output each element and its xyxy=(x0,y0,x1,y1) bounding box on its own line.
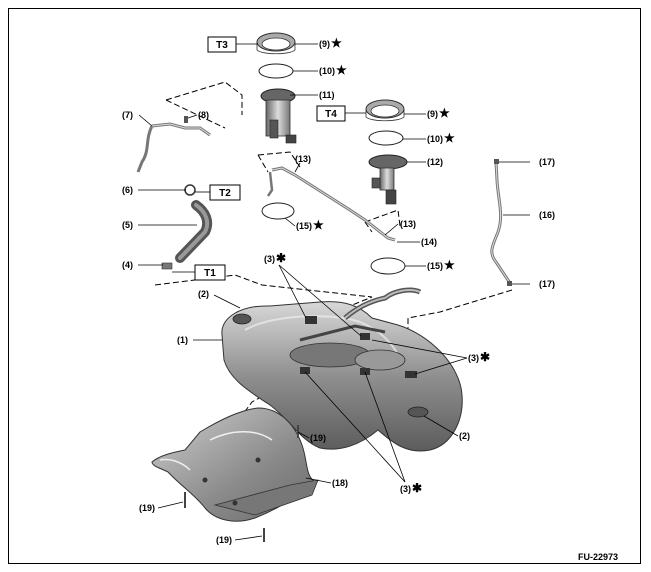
callout-17-upper: (17) xyxy=(539,157,555,167)
callout-15-upper: (15)★ xyxy=(296,218,324,232)
callout-18: (18) xyxy=(332,478,348,488)
callout-6: (6) xyxy=(122,185,133,195)
bolts xyxy=(184,425,299,542)
tool-label-t4: T4 xyxy=(316,105,346,122)
hose-clip xyxy=(161,262,173,270)
leader-lines xyxy=(138,43,530,541)
svg-text:T2: T2 xyxy=(219,188,231,199)
tool-label-t1: T1 xyxy=(194,264,226,281)
gasket-lower xyxy=(368,130,404,146)
callout-9-lower: (9)★ xyxy=(427,106,450,120)
callout-13-lower: (13) xyxy=(400,219,416,229)
callout-13-upper: (13) xyxy=(295,154,311,164)
callout-16: (16) xyxy=(539,210,555,220)
callout-3-right: (3)✱ xyxy=(468,350,490,364)
callout-19-bottom: (19) xyxy=(216,535,232,545)
callout-2-left: (2) xyxy=(198,289,209,299)
callout-4: (4) xyxy=(122,260,133,270)
tool-label-t3: T3 xyxy=(207,36,237,53)
hose-clamp xyxy=(184,184,196,196)
vent-tube xyxy=(136,125,154,173)
callout-17-lower: (17) xyxy=(539,279,555,289)
callout-5: (5) xyxy=(122,220,133,230)
breather-tube xyxy=(490,161,512,284)
callout-19-right: (19) xyxy=(310,433,326,443)
seal-ring-upper xyxy=(261,202,295,220)
callout-15-lower: (15)★ xyxy=(427,258,455,272)
svg-text:T4: T4 xyxy=(325,109,337,120)
callout-11: (11) xyxy=(319,90,335,100)
svg-text:T1: T1 xyxy=(204,268,216,279)
fuel-tank xyxy=(221,287,463,452)
seal-ring-lower xyxy=(370,257,406,275)
callout-8: (8) xyxy=(198,110,209,120)
figure-code: FU-22973 xyxy=(578,552,618,562)
callout-10-lower: (10)★ xyxy=(427,131,455,145)
fuel-pump-module xyxy=(260,88,297,144)
lock-ring-lower xyxy=(365,99,405,122)
callout-19-left: (19) xyxy=(139,503,155,513)
callout-9-upper: (9)★ xyxy=(319,36,342,50)
svg-text:T3: T3 xyxy=(216,40,228,51)
callout-3-bottom: (3)✱ xyxy=(400,481,422,495)
callout-2-right: (2) xyxy=(459,431,470,441)
callout-1: (1) xyxy=(177,335,188,345)
callout-14: (14) xyxy=(421,237,437,247)
fuel-sub-gauge xyxy=(368,154,408,205)
heat-shield xyxy=(151,407,319,522)
callout-10-upper: (10)★ xyxy=(319,63,347,77)
diagram-frame xyxy=(8,8,641,564)
callout-3-top: (3)✱ xyxy=(264,251,286,265)
callout-7: (7) xyxy=(122,110,133,120)
callout-12: (12) xyxy=(427,157,443,167)
gasket-upper xyxy=(258,63,294,79)
lock-ring-upper xyxy=(256,32,296,55)
tool-label-t2: T2 xyxy=(209,184,241,201)
